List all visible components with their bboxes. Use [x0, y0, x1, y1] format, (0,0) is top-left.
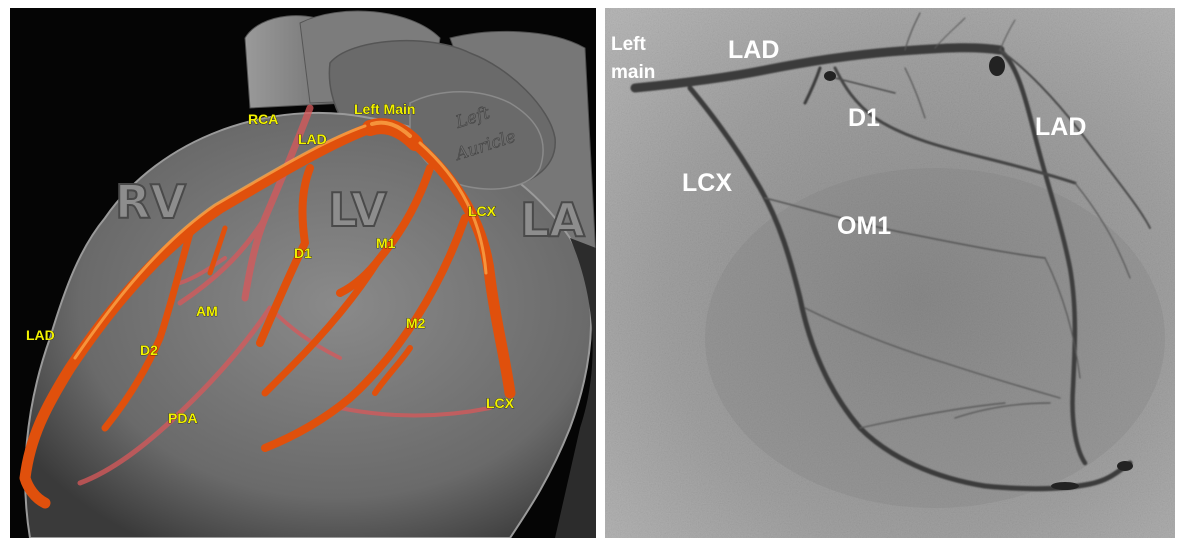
- lad-right-label: LAD: [1035, 113, 1086, 141]
- la-label: LA: [520, 193, 585, 247]
- heart-illustration-panel: RV LV LA Left Auricle RCA Left Main LAD …: [10, 8, 596, 538]
- left-main-label-line1: Left: [611, 34, 647, 55]
- angiogram-panel: Left main LAD D1 LAD LCX OM1: [605, 8, 1175, 538]
- d1-label: D1: [294, 245, 312, 261]
- om1-label: OM1: [837, 212, 891, 240]
- lcx-bottom-label: LCX: [486, 395, 515, 411]
- pda-label: PDA: [168, 410, 198, 426]
- left-main-label-line2: main: [611, 62, 655, 83]
- lv-label: LV: [328, 183, 387, 237]
- lcx-top-label: LCX: [468, 203, 497, 219]
- lad-top-label: LAD: [728, 36, 779, 64]
- angiogram-image: Left main LAD D1 LAD LCX OM1: [605, 8, 1175, 538]
- d2-label: D2: [140, 342, 158, 358]
- lad-side-label: LAD: [26, 327, 55, 343]
- am-label: AM: [196, 303, 218, 319]
- rv-label: RV: [115, 175, 186, 229]
- left-main-label: Left Main: [354, 101, 415, 117]
- lcx-label: LCX: [682, 169, 732, 197]
- d1-label: D1: [848, 104, 880, 132]
- m2-label: M2: [406, 315, 426, 331]
- lad-top-label: LAD: [298, 131, 327, 147]
- m1-label: M1: [376, 235, 396, 251]
- heart-illustration: RV LV LA Left Auricle RCA Left Main LAD …: [10, 8, 596, 538]
- rca-label: RCA: [248, 111, 278, 127]
